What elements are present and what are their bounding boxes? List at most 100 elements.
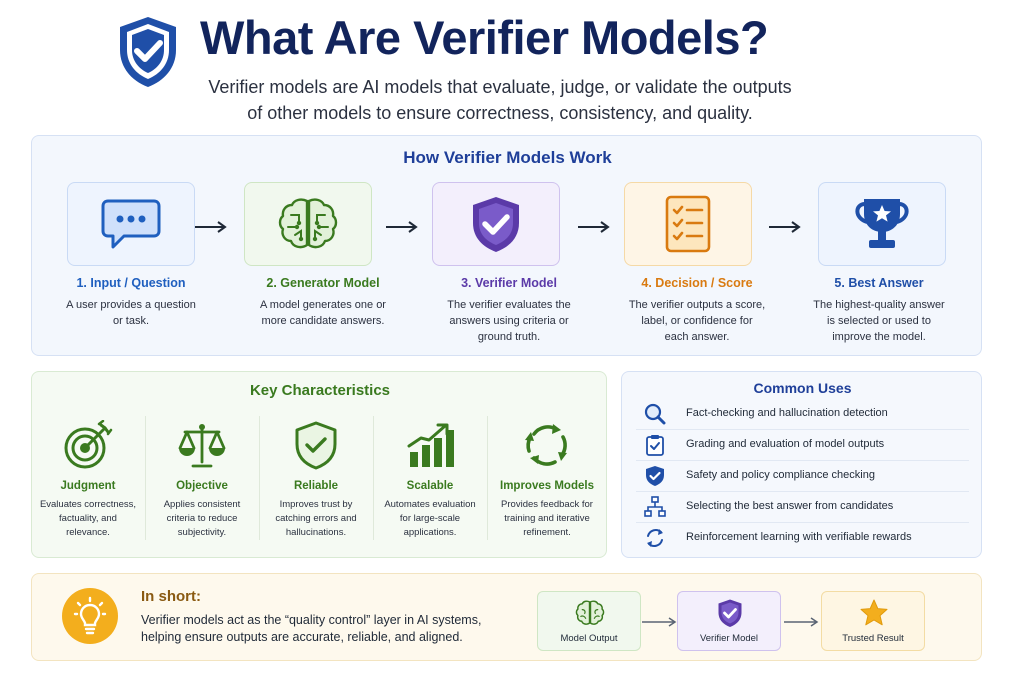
common-uses-panel: Common Uses Fact-checking and hallucinat… <box>621 371 982 558</box>
in-short-text: Verifier models act as the “quality cont… <box>141 612 511 646</box>
characteristic-label: Scalable <box>406 480 454 492</box>
how-it-works-panel: How Verifier Models Work 1. Input / Ques… <box>31 135 982 356</box>
page-subtitle: Verifier models are AI models that evalu… <box>150 74 850 126</box>
characteristic-improves-models: Improves Models Provides feedback for tr… <box>488 414 606 546</box>
in-short-line: helping ensure outputs are accurate, rel… <box>141 630 463 644</box>
characteristic-description-line: hallucinations. <box>285 527 347 538</box>
scales-icon <box>178 424 226 468</box>
common-use-text: Selecting the best answer from candidate… <box>686 500 894 512</box>
mini-flow-label: Verifier Model <box>699 633 759 644</box>
characteristic-description: Automates evaluation for large-scale app… <box>374 498 486 540</box>
step-description-line: A model generates one or <box>260 299 386 311</box>
step-label: 5. Best Answer <box>834 276 924 290</box>
step-label: 4. Decision / Score <box>641 276 753 290</box>
characteristic-description: Provides feedback for training and itera… <box>488 498 606 540</box>
key-characteristics-panel: Key Characteristics Judgment Evaluates c… <box>31 371 607 558</box>
step-description: The verifier evaluates the answers using… <box>416 297 602 345</box>
flow-arrow-icon <box>386 221 418 233</box>
magnifier-icon <box>644 403 666 425</box>
step-description-line: each answer. <box>664 331 730 343</box>
brain-icon <box>575 600 605 625</box>
step-icon-box <box>624 182 752 266</box>
characteristic-description: Evaluates correctness, factuality, and r… <box>32 498 144 540</box>
characteristic-description-line: Improves trust by <box>279 499 353 510</box>
hero-shield-check-icon <box>120 17 176 87</box>
common-use-item: Fact-checking and hallucination detectio… <box>636 399 969 430</box>
common-use-text: Safety and policy compliance checking <box>686 469 875 481</box>
step-icon-box <box>67 182 195 266</box>
step-label: 2. Generator Model <box>266 276 380 290</box>
common-use-item: Reinforcement learning with verifiable r… <box>636 523 969 554</box>
step-description: The verifier outputs a score, label, or … <box>604 297 790 345</box>
characteristic-reliable: Reliable Improves trust by catching erro… <box>260 414 372 546</box>
chat-bubble-icon <box>101 199 161 249</box>
characteristic-judgment: Judgment Evaluates correctness, factuali… <box>32 414 144 546</box>
clipboard-check-icon <box>646 435 664 456</box>
characteristic-description-line: Applies consistent <box>163 499 241 510</box>
common-uses-title: Common Uses <box>753 380 852 396</box>
hierarchy-icon <box>644 496 666 517</box>
mini-flow-arrow-icon <box>784 617 819 627</box>
target-icon <box>64 420 113 469</box>
step-description-line: or task. <box>112 315 150 327</box>
lightbulb-badge <box>62 588 118 644</box>
characteristic-description-line: Automates evaluation <box>384 499 476 510</box>
in-short-line: Verifier models act as the “quality cont… <box>141 613 482 627</box>
common-use-text: Fact-checking and hallucination detectio… <box>686 407 888 419</box>
column-divider <box>145 416 146 540</box>
star-icon <box>860 599 888 626</box>
flow-arrow-icon <box>769 221 801 233</box>
characteristic-description-line: for large-scale <box>399 513 461 524</box>
characteristic-description-line: refinement. <box>523 527 571 538</box>
mini-flow-label: Trusted Result <box>842 633 904 644</box>
characteristic-objective: Objective Applies consistent criteria to… <box>146 414 258 546</box>
characteristic-description: Improves trust by catching errors and ha… <box>260 498 372 540</box>
step-description-line: A user provides a question <box>66 299 196 311</box>
brain-circuit-icon <box>278 198 338 249</box>
refresh-cycle-icon <box>525 424 567 466</box>
characteristic-label: Objective <box>176 480 228 492</box>
characteristic-description-line: relevance. <box>66 527 110 538</box>
common-use-item: Selecting the best answer from candidate… <box>636 492 969 523</box>
mini-flow-arrow-icon <box>642 617 677 627</box>
common-use-item: Safety and policy compliance checking <box>636 461 969 492</box>
how-it-works-title: How Verifier Models Work <box>403 148 612 167</box>
subtitle-line: of other models to ensure correctness, c… <box>247 103 753 123</box>
characteristic-description-line: Evaluates correctness, <box>39 499 137 510</box>
column-divider <box>487 416 488 540</box>
characteristic-description-line: applications. <box>403 527 457 538</box>
key-characteristics-title: Key Characteristics <box>249 382 391 399</box>
flow-arrow-icon <box>578 221 610 233</box>
step-label: 1. Input / Question <box>76 276 186 290</box>
characteristic-scalable: Scalable Automates evaluation for large-… <box>374 414 486 546</box>
mini-flow-verifier-model: Verifier Model <box>677 591 781 651</box>
mini-flow-trusted-result: Trusted Result <box>821 591 925 651</box>
step-description-line: improve the model. <box>832 331 926 343</box>
refresh-icon <box>647 529 663 547</box>
characteristic-description-line: catching errors and <box>275 513 357 524</box>
characteristic-description-line: Provides feedback for <box>501 499 593 510</box>
step-description-line: ground truth. <box>477 331 541 343</box>
flow-arrow-icon <box>195 221 227 233</box>
subtitle-line: Verifier models are AI models that evalu… <box>208 77 792 97</box>
step-icon-box <box>432 182 560 266</box>
column-divider <box>259 416 260 540</box>
step-description-line: is selected or used to <box>827 315 931 327</box>
step-description: The highest-quality answer is selected o… <box>786 297 972 345</box>
shield-check-outline-icon <box>295 421 337 470</box>
step-description-line: answers using criteria or <box>449 315 569 327</box>
mini-flow-model-output: Model Output <box>537 591 641 651</box>
step-label: 3. Verifier Model <box>461 276 557 290</box>
column-divider <box>373 416 374 540</box>
mini-flow-label: Model Output <box>560 633 618 644</box>
step-icon-box <box>244 182 372 266</box>
step-description: A model generates one or more candidate … <box>230 297 416 329</box>
common-use-item: Grading and evaluation of model outputs <box>636 430 969 461</box>
characteristic-label: Reliable <box>293 480 339 492</box>
step-description-line: The verifier outputs a score, <box>628 299 766 311</box>
characteristic-description-line: subjectivity. <box>177 527 227 538</box>
characteristic-description-line: factuality, and <box>59 513 117 524</box>
shield-check-icon <box>473 197 519 252</box>
shield-check-icon <box>646 466 664 486</box>
characteristic-description-line: criteria to reduce <box>166 513 238 524</box>
